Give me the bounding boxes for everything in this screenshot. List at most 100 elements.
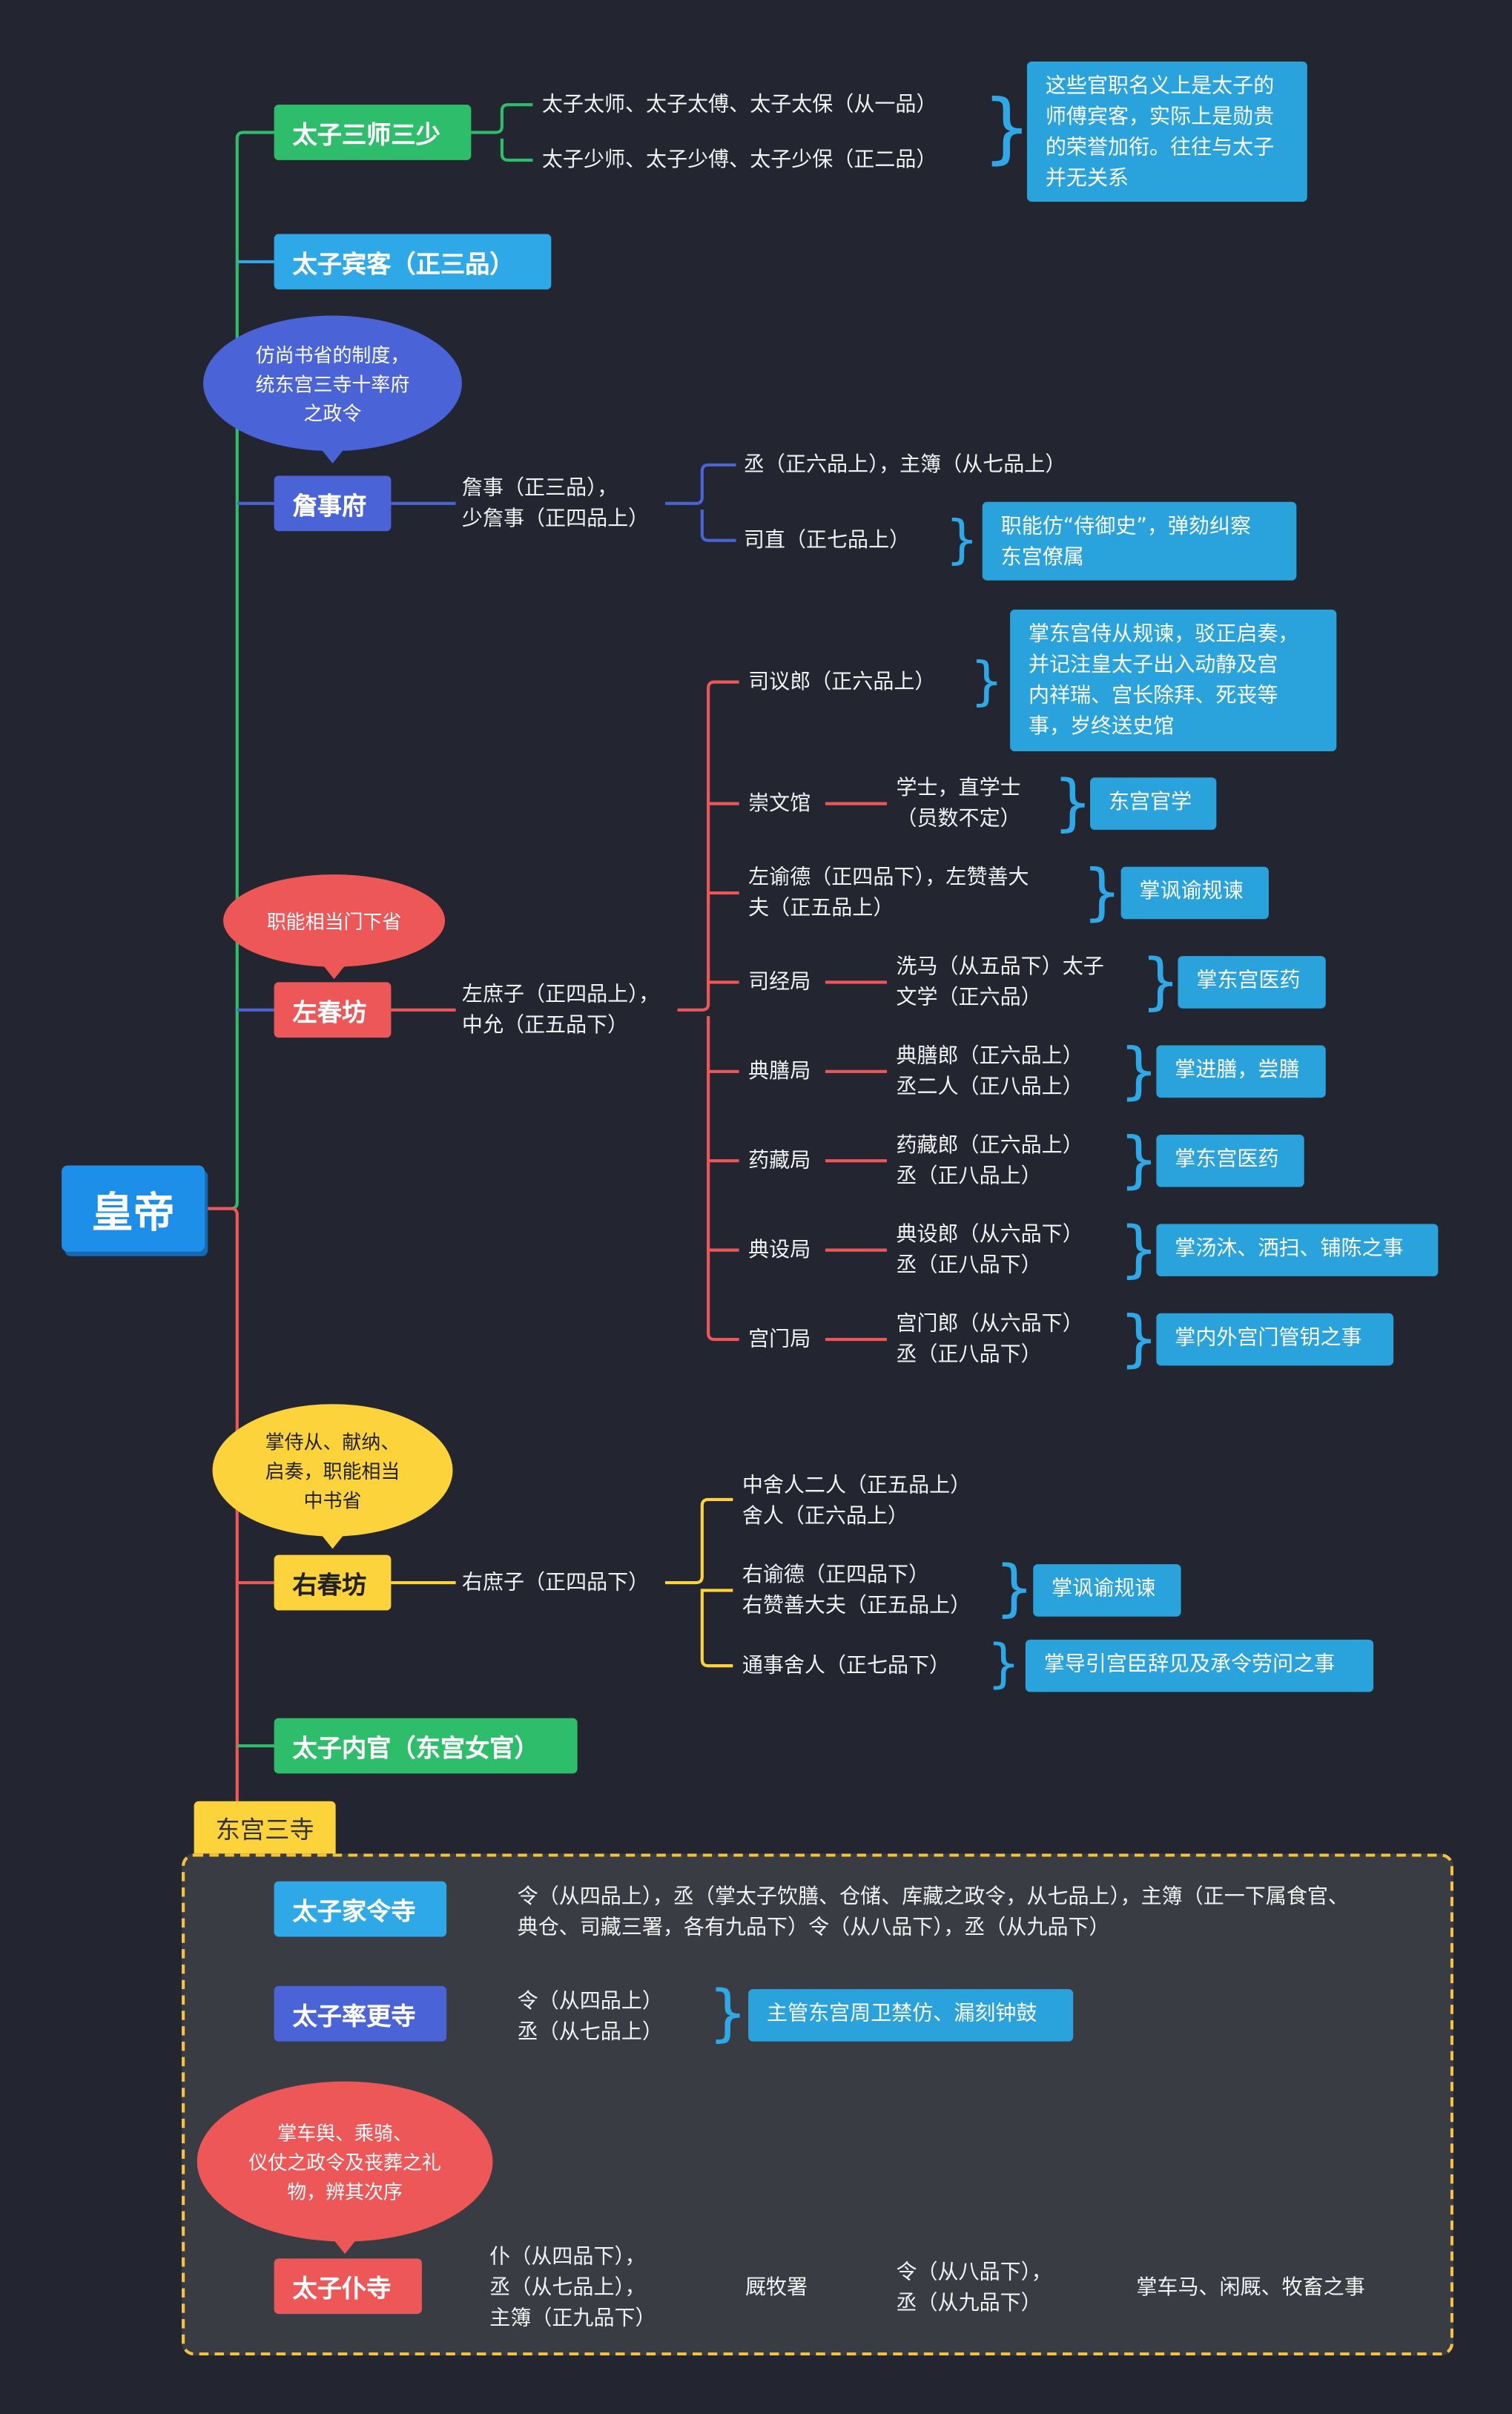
- pusi-bubble-text: 掌车舆、乘骑、 仪仗之政令及丧葬之礼 物，辨其次序: [248, 2120, 441, 2203]
- detail-line: 典设郎（从六品下）: [896, 1222, 1083, 1247]
- note-line: 并记注皇太子出入动静及宫: [1029, 653, 1278, 678]
- pusi-node: 太子仆寺: [274, 2258, 422, 2315]
- zhanshi-officials: 詹事（正三品）， 少詹事（正四品上）: [462, 472, 649, 534]
- zhanshi-official-line: 少詹事（正四品上）: [461, 506, 650, 532]
- youchunfang-bubble-text: 掌侍从、献纳、 启奏，职能相当 中书省: [265, 1429, 400, 1511]
- detail-line: 学士，直学士: [896, 776, 1021, 801]
- brace-icon: }: [1119, 1125, 1159, 1196]
- note-line: 掌东宫侍从规谏，驳正启奏，: [1029, 621, 1299, 647]
- lvgeng-line: 丞（从七品上）: [517, 2019, 663, 2045]
- sanshi-note-line: 的荣誉加衔。往往与太子: [1045, 135, 1275, 160]
- name-line: 左谕德（正四品下），左赞善大: [748, 865, 1029, 890]
- zcf-branch-detail: 学士，直学士 （员数不定）: [896, 773, 1020, 834]
- brace-icon: }: [970, 651, 1004, 713]
- bubble-tail: [320, 1533, 346, 1549]
- zhanshi-note-line: 东宫僚属: [1000, 544, 1084, 570]
- zhanshi-item-1: 丞（正六品上），主簿（从七品上）: [743, 452, 1066, 478]
- pusi-line: 仆（从四品下），: [489, 2244, 646, 2269]
- pusi-subline: 丞（从九品下）: [896, 2290, 1042, 2316]
- zcf-branch-name: 崇文馆: [748, 791, 811, 817]
- pusi-line: 丞（从七品上），: [489, 2275, 646, 2301]
- zcf-branch-name: 左谕德（正四品下），左赞善大 夫（正五品上）: [748, 863, 1029, 924]
- ycf-branch: 中舍人二人（正五品上） 舍人（正六品上）: [742, 1470, 971, 1531]
- detail-line: 丞（正八品下）: [896, 1253, 1042, 1278]
- brace-icon: }: [1119, 1036, 1159, 1107]
- sanshi-note-line: 并无关系: [1045, 166, 1129, 191]
- detail-line: （员数不定）: [896, 806, 1021, 831]
- youchunfang-bubble: 掌侍从、献纳、 启奏，职能相当 中书省: [212, 1404, 453, 1549]
- zcf-branch-detail: 药藏郎（正六品上） 丞（正八品上）: [896, 1130, 1083, 1192]
- pusi-line: 主簿（正九品下）: [489, 2306, 656, 2331]
- note-line: 事，岁终送史馆: [1029, 714, 1175, 739]
- lvgeng-line: 令（从四品上）: [517, 1989, 663, 2014]
- zcf-branch-name: 司议郎（正六品上）: [748, 670, 936, 695]
- brace-icon: }: [994, 1553, 1034, 1625]
- sanshi-node: 太子三师三少: [274, 105, 472, 160]
- zuochunfang-official-line: 中允（正五品下）: [461, 1012, 629, 1038]
- ycf-branch: 通事舍人（正七品下）: [742, 1653, 951, 1678]
- branch-line: 中舍人二人（正五品上）: [742, 1473, 971, 1498]
- zcf-branch-name: 宫门局: [748, 1327, 811, 1352]
- bubble-tail: [321, 963, 347, 980]
- pusi-subtext: 令（从八品下）， 丞（从九品下）: [896, 2257, 1052, 2318]
- detail-line: 典膳郎（正六品上）: [896, 1043, 1083, 1069]
- root-node: 皇帝: [62, 1165, 205, 1252]
- zcf-branch-note: 掌内外宫门管钥之事: [1156, 1313, 1394, 1366]
- brace-icon: }: [945, 509, 979, 572]
- name-line: 夫（正五品上）: [748, 896, 894, 921]
- pusi-bubble: 掌车舆、乘骑、 仪仗之政令及丧葬之礼 物，辨其次序: [197, 2081, 493, 2255]
- zhanshi-note-line: 职能仿“侍御史”，弹劾纠察: [1000, 514, 1252, 539]
- jialing-node: 太子家令寺: [274, 1881, 447, 1937]
- note-line: 内祥瑞、宫长除拜、死丧等: [1029, 683, 1278, 708]
- zuochunfang-official-line: 左庶子（正四品上），: [461, 982, 660, 1007]
- zuochunfang-node: 左春坊: [274, 982, 392, 1038]
- brace-icon: }: [1140, 946, 1181, 1018]
- zuochunfang-bubble-text: 职能相当门下省: [266, 908, 402, 932]
- zhanshi-note: 职能仿“侍御史”，弹劾纠察 东宫僚属: [982, 501, 1297, 581]
- detail-line: 药藏郎（正六品上）: [896, 1132, 1083, 1158]
- zhanshi-item-2: 司直（正七品上）: [743, 528, 911, 553]
- bubble-tail: [320, 448, 346, 464]
- brace-icon: }: [1053, 768, 1093, 840]
- zhanshi-official-line: 詹事（正三品），: [461, 475, 618, 501]
- detail-line: 宫门郎（从六品下）: [896, 1311, 1083, 1336]
- jialing-line: 令（从四品上），丞（掌太子饮膳、仓储、库藏之政令，从七品上），主簿（正一下属食官…: [517, 1884, 1349, 1910]
- zcf-branch-name: 典设局: [748, 1238, 811, 1263]
- zcf-branch-note: 掌讽谕规谏: [1120, 866, 1269, 920]
- binke-node: 太子宾客（正三品）: [274, 234, 552, 290]
- zuochunfang-bubble: 职能相当门下省: [223, 874, 446, 980]
- zcf-branch-note: 掌汤沐、洒扫、铺陈之事: [1156, 1224, 1439, 1276]
- bubble-tail: [332, 2238, 357, 2255]
- sansi-group-tab: 东宫三寺: [194, 1801, 336, 1854]
- youchunfang-officials: 右庶子（正四品下）: [461, 1570, 650, 1595]
- brace-icon: }: [982, 83, 1031, 173]
- detail-line: 丞（正八品上）: [896, 1164, 1042, 1189]
- lvgeng-node: 太子率更寺: [274, 1985, 447, 2042]
- branch-line: 右赞善大夫（正五品上）: [742, 1593, 971, 1618]
- ycf-branch-note: 掌导引宫臣辞见及承令劳问之事: [1025, 1639, 1374, 1692]
- pusi-sub: 厩牧署: [745, 2275, 808, 2301]
- brace-icon: }: [1082, 857, 1122, 929]
- zcf-branch-detail: 典膳郎（正六品上） 丞二人（正八品上）: [896, 1041, 1083, 1102]
- zcf-branch-detail: 宫门郎（从六品下） 丞（正八品下）: [896, 1309, 1083, 1371]
- brace-icon: }: [708, 1978, 747, 2050]
- lvgeng-note: 主管东宫周卫禁仿、漏刻钟鼓: [748, 1989, 1074, 2042]
- zhanshi-bubble: 仿尚书省的制度， 统东宫三寺十率府 之政令: [203, 315, 462, 464]
- pusi-text: 仆（从四品下）， 丞（从七品上）， 主簿（正九品下）: [489, 2242, 656, 2335]
- pusi-end: 掌车马、闲厩、牧畜之事: [1136, 2275, 1365, 2301]
- detail-line: 丞二人（正八品上）: [896, 1074, 1083, 1100]
- zcf-branch-name: 司经局: [748, 969, 811, 995]
- branch-line: 舍人（正六品上）: [742, 1504, 909, 1529]
- zcf-branch-detail: 洗马（从五品下）太子 文学（正六品）: [896, 952, 1103, 1013]
- zhanshi-node: 詹事府: [274, 475, 392, 532]
- zhanshi-bubble-text: 仿尚书省的制度， 统东宫三寺十率府 之政令: [255, 342, 410, 424]
- branch-line: 右谕德（正四品下）: [742, 1563, 930, 1588]
- ycf-branch: 右谕德（正四品下） 右赞善大夫（正五品上）: [742, 1560, 971, 1621]
- sanshi-note-line: 师傅宾客，实际上是勋贵: [1045, 105, 1275, 130]
- sanshi-note: 这些官职名义上是太子的 师傅宾客，实际上是勋贵 的荣誉加衔。往往与太子 并无关系: [1026, 62, 1307, 202]
- jialing-line: 典仓、司藏三署，各有九品下）令（从八品下），丞（从九品下）: [517, 1915, 1110, 1940]
- sanshi-item-2: 太子少师、太子少傅、太子少保（正二品）: [541, 148, 937, 173]
- zcf-branch-note: 掌东宫医药: [1156, 1134, 1304, 1187]
- detail-line: 洗马（从五品下）太子: [896, 954, 1104, 980]
